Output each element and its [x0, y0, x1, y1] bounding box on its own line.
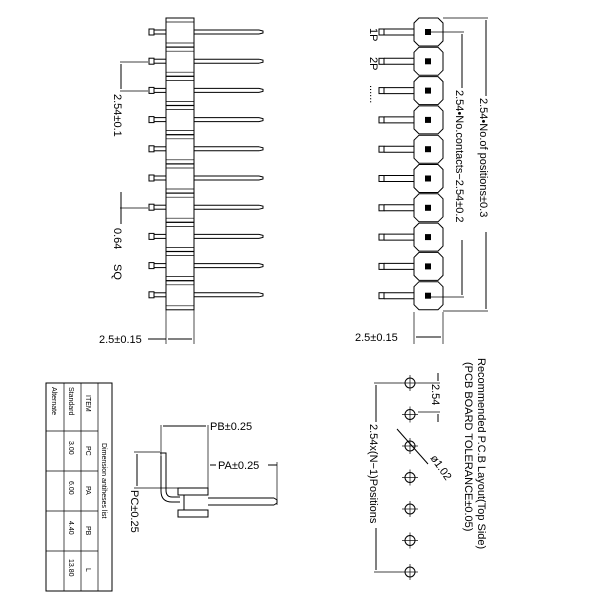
pin-size-label: 0.64 [111, 228, 123, 249]
front-body-width-label: 2.5±0.15 [355, 332, 398, 344]
pin-square [425, 292, 431, 299]
pin-tip [258, 292, 264, 298]
pin-end-square [148, 57, 155, 65]
pcb-layout-title: Recommended P.C.B Layout(Top Side) [475, 358, 487, 549]
pin-tip [258, 117, 264, 123]
overall-length-label: 2.54•No.of positions±0.3 [477, 98, 489, 217]
pin-square [425, 263, 431, 270]
table-title: Dimension antiheses list [100, 443, 107, 519]
side-body-width-label: 2.5±0.15 [99, 334, 142, 346]
pin-tip [258, 263, 264, 269]
pin-tip [258, 146, 264, 152]
pin-end-square [148, 174, 155, 182]
housing-segment [165, 280, 195, 311]
pin-end-square [148, 28, 155, 36]
housing-bottom [177, 509, 209, 518]
pa-label: PA±0.25 [218, 460, 259, 472]
profile-view: PB±0.25 PA±0.25 PC±0.25 [128, 421, 278, 533]
front-view [378, 17, 444, 311]
table-cell: 3.00 [67, 441, 74, 455]
pin-tip [258, 175, 264, 181]
table-header-pa: PA [84, 486, 91, 495]
side-view [148, 17, 264, 311]
pitch-label: 2.54±0.1 [111, 94, 123, 137]
pin-square [425, 116, 431, 123]
pin-end [378, 87, 385, 95]
pin-label-ellipsis: ...... [367, 85, 379, 103]
contact-span-label: 2.54•No.contacts−2.54±0.2 [453, 90, 465, 223]
pin-end [378, 233, 385, 241]
hole-diameter-label: ø1.02 [428, 453, 454, 483]
hole-pitch-label: 2.54 [429, 384, 441, 405]
pb-label: PB±0.25 [210, 421, 252, 433]
pin-shape-label: SQ [111, 264, 123, 280]
table-border [45, 382, 113, 592]
table-cell: Alternate [50, 387, 57, 415]
pin-square [425, 234, 431, 241]
pin-square [425, 204, 431, 211]
table-cell: 4.40 [67, 521, 74, 535]
pin-end [378, 175, 385, 182]
table-header-pb: PB [84, 526, 91, 536]
bent-pin-inner [160, 456, 180, 503]
table-header-pc: PC [84, 446, 91, 456]
pin-end [378, 145, 385, 153]
pin-end-square [148, 145, 155, 153]
pin-end [378, 204, 385, 212]
table-cell: 13.80 [67, 559, 74, 577]
table-cell: 6.00 [67, 481, 74, 495]
pin-end [378, 28, 385, 36]
pin-square [425, 58, 431, 65]
pin-tip [273, 497, 278, 506]
pin-end-square [148, 291, 155, 299]
pc-label: PC±0.25 [128, 490, 140, 533]
pin-square [425, 87, 431, 94]
bent-pin-outer [160, 452, 180, 498]
pin-end-square [148, 232, 155, 240]
pin-label-2p: 2P [367, 57, 379, 70]
table-cell: Standard [67, 387, 74, 416]
pin-end [378, 116, 385, 124]
span-label: 2.54x(N−1)Positions [367, 424, 379, 524]
pin-tip [258, 58, 264, 64]
pin-square [425, 175, 431, 182]
pin-end-square [148, 262, 155, 270]
dimension-table: Dimension antiheses list ITEM PC PA PB L… [45, 382, 113, 592]
pin-square [425, 146, 431, 153]
pin-end [378, 292, 385, 300]
pin-tip [258, 87, 264, 93]
pin-tip [258, 204, 264, 210]
pcb-holes [402, 375, 418, 580]
diameter-leader [396, 428, 429, 465]
pin-end [378, 57, 385, 65]
pin-end [378, 262, 385, 270]
pin-label-1p: 1P [367, 28, 379, 41]
housing-top [177, 487, 209, 496]
table-header-l: L [84, 568, 91, 572]
pin-end-square [148, 203, 155, 211]
pin-tip [258, 233, 264, 239]
pin-end-square [148, 86, 155, 94]
pin-end-square [148, 116, 155, 124]
pcb-layout-subtitle: (PCB BOARD TOLERANCE±0.05) [462, 362, 474, 531]
pin-tip [258, 29, 264, 35]
table-header-item: ITEM [84, 395, 91, 412]
